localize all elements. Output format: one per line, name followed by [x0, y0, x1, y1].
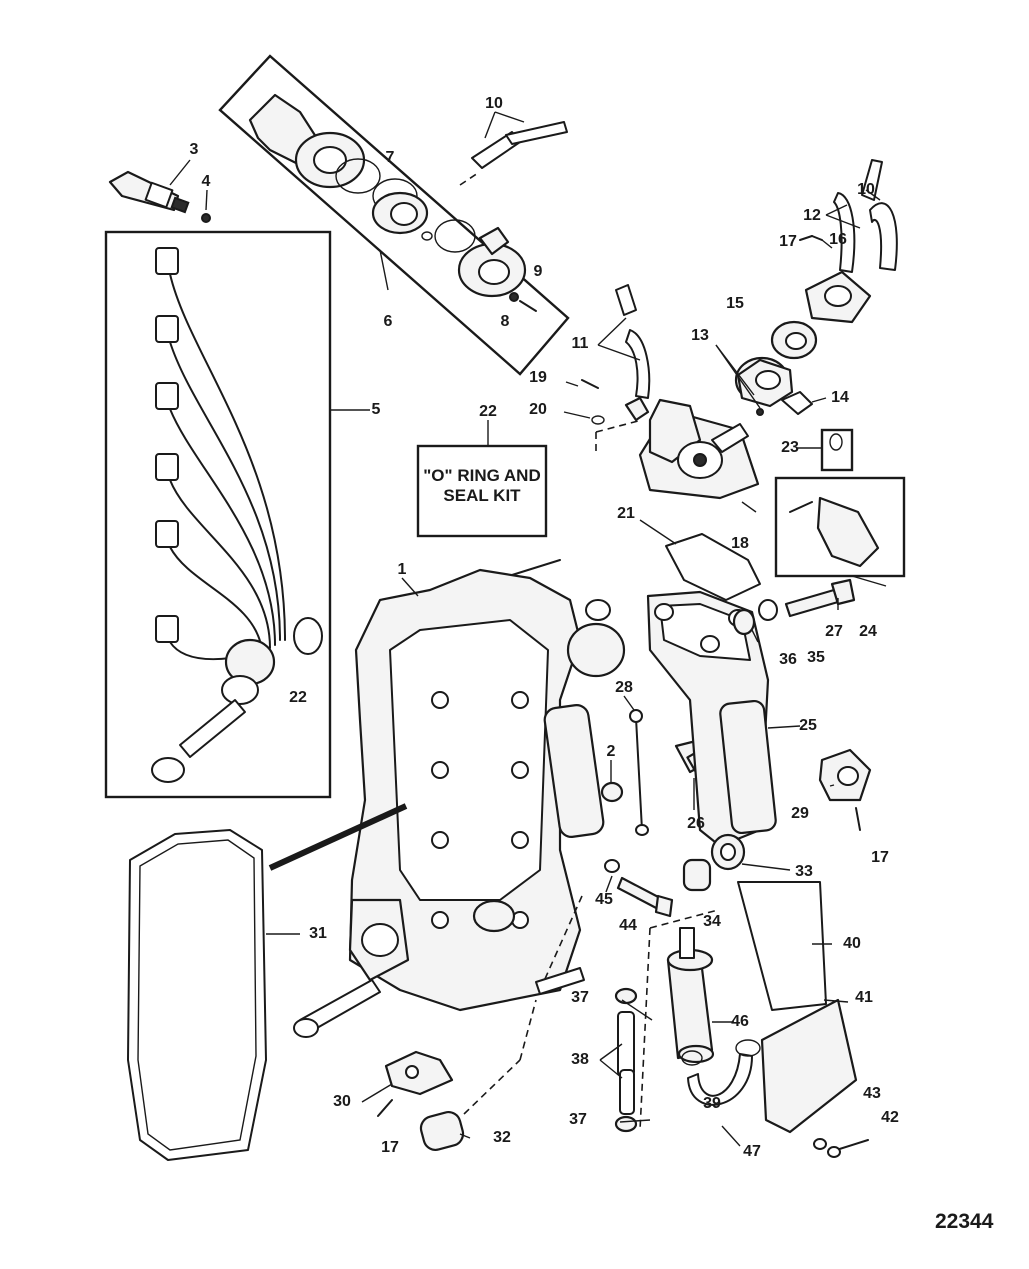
callout-20: 20 — [529, 401, 547, 418]
filter-40 — [737, 881, 832, 1011]
callout-5: 5 — [371, 401, 381, 418]
callout-35: 35 — [807, 649, 825, 666]
hose-10-12-right — [825, 159, 898, 273]
cover-25 — [646, 590, 801, 848]
hose-47-clamps-39 — [681, 1039, 761, 1147]
callout-40: 40 — [843, 935, 861, 952]
callout-16: 16 — [829, 231, 847, 248]
callout-30: 30 — [333, 1093, 351, 1110]
gasket-21 — [665, 533, 761, 601]
callout-9: 9 — [533, 263, 543, 280]
o-ring-kit-box — [416, 420, 548, 538]
callout-10-right-a: 10 — [857, 181, 875, 198]
bushing-bolt-27 — [732, 578, 856, 636]
diagram-number: 22344 — [935, 1210, 994, 1233]
callout-21: 21 — [617, 505, 635, 522]
hose-10-top — [459, 111, 568, 186]
kit-label-line-1: "O" RING AND — [423, 466, 541, 485]
bolt-44-washer-45 — [604, 859, 674, 918]
callout-4: 4 — [201, 173, 211, 190]
rod-28 — [623, 695, 649, 836]
callout-1: 1 — [397, 561, 407, 578]
callout-3: 3 — [189, 141, 199, 158]
valve-29 — [818, 748, 872, 831]
o-ring-kit-label: "O" RING AND SEAL KIT — [418, 466, 546, 506]
callout-47: 47 — [743, 1143, 761, 1160]
callout-44: 44 — [619, 917, 637, 934]
callout-6: 6 — [383, 313, 393, 330]
callout-29: 29 — [791, 805, 809, 822]
callout-37-bottom: 37 — [569, 1111, 587, 1128]
callout-25: 25 — [799, 717, 817, 734]
gasket-31 — [127, 829, 300, 1161]
callout-27: 27 — [825, 623, 843, 640]
screw-42-nut-43 — [813, 1138, 869, 1158]
callout-32: 32 — [493, 1129, 511, 1146]
callout-23: 23 — [781, 439, 799, 456]
callout-42: 42 — [881, 1109, 899, 1126]
float-kit-box — [774, 428, 906, 578]
temperature-sensor-3 — [108, 159, 211, 223]
callout-43: 43 — [863, 1085, 881, 1102]
callout-36: 36 — [779, 651, 797, 668]
callout-41: 41 — [855, 989, 873, 1006]
fuel-pump-46 — [639, 909, 734, 1131]
shield-41 — [760, 998, 858, 1134]
callout-38: 38 — [571, 1051, 589, 1068]
callout-45: 45 — [595, 891, 613, 908]
callout-17-a: 17 — [779, 233, 797, 250]
callout-13: 13 — [691, 327, 709, 344]
callout-7: 7 — [385, 149, 395, 166]
screw-19-washer-20 — [563, 379, 605, 425]
vapor-separator-plate-18 — [595, 396, 760, 500]
callout-19: 19 — [529, 369, 547, 386]
callout-24: 24 — [859, 623, 877, 640]
pressure-regulator-13 — [715, 344, 827, 416]
callout-22-seal: 22 — [289, 689, 307, 706]
sleeve-34 — [682, 858, 712, 892]
kit-label-line-2: SEAL KIT — [443, 486, 521, 505]
vapor-separator-body-1 — [293, 559, 626, 1038]
callout-15: 15 — [726, 295, 744, 312]
callout-22-kit: 22 — [479, 403, 497, 420]
callout-39: 39 — [703, 1095, 721, 1112]
bracket-30-lower — [377, 895, 638, 1152]
callout-17-c: 17 — [381, 1139, 399, 1156]
callout-11: 11 — [571, 335, 589, 352]
callout-34: 34 — [703, 913, 721, 930]
callout-14: 14 — [831, 389, 849, 406]
callout-8: 8 — [500, 313, 510, 330]
callout-17-b: 17 — [871, 849, 889, 866]
callout-28: 28 — [615, 679, 633, 696]
flange-16 — [799, 235, 872, 324]
grommet-33 — [710, 833, 791, 871]
leader-lines — [330, 249, 887, 1139]
harness-box — [104, 230, 332, 799]
callout-18: 18 — [731, 535, 749, 552]
thermostat-group-box — [218, 54, 570, 376]
callout-33: 33 — [795, 863, 813, 880]
callout-31: 31 — [309, 925, 327, 942]
callout-10-top: 10 — [485, 95, 503, 112]
callout-12: 12 — [803, 207, 821, 224]
hose-11 — [597, 284, 651, 399]
callout-26: 26 — [687, 815, 705, 832]
callout-37-top: 37 — [571, 989, 589, 1006]
callout-46: 46 — [731, 1013, 749, 1030]
callout-2: 2 — [606, 743, 616, 760]
